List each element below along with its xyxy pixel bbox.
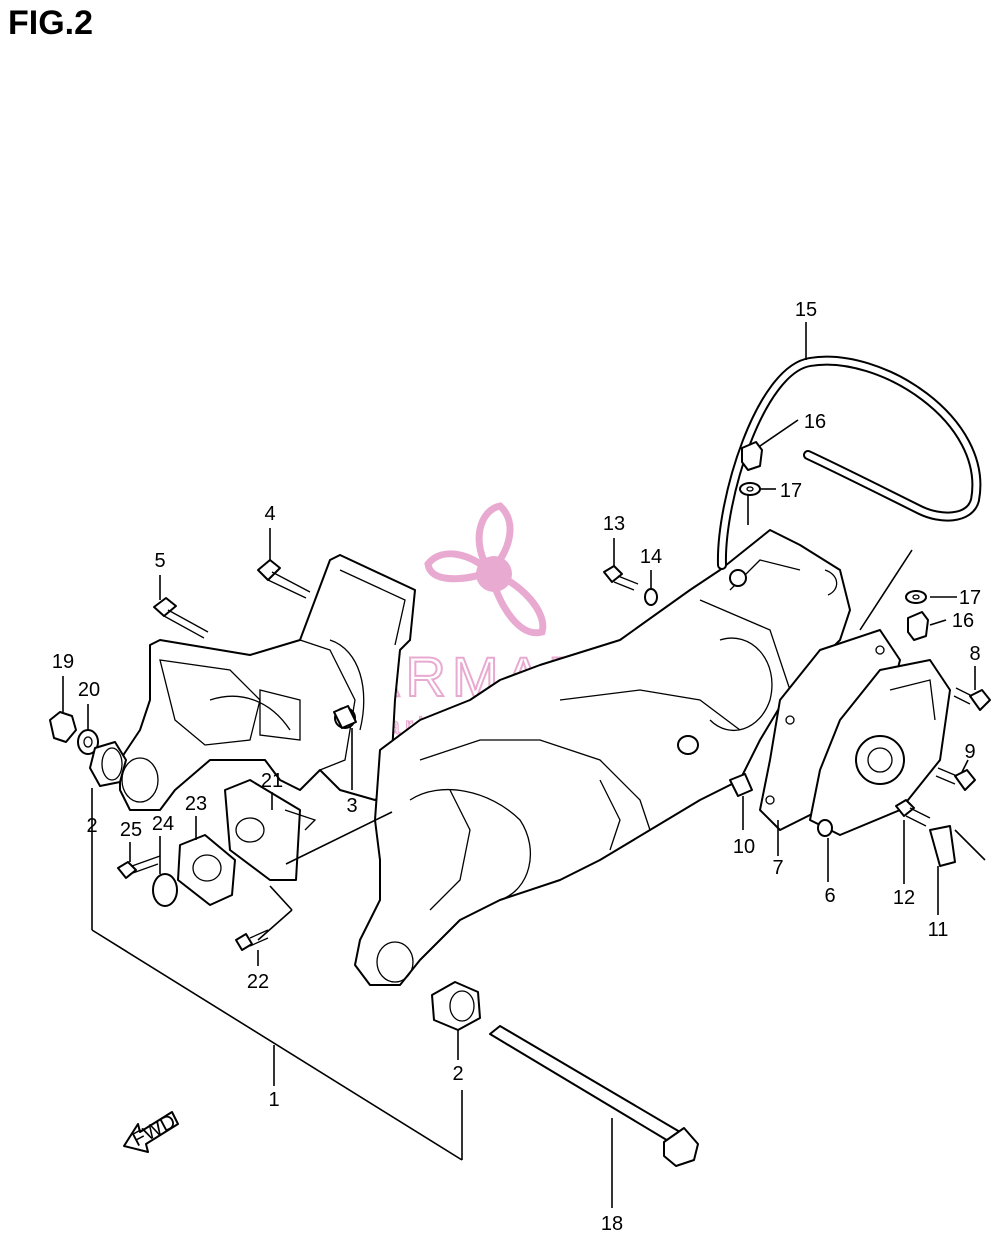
part-5-bolt bbox=[153, 597, 209, 639]
callout-7: 7 bbox=[772, 857, 783, 879]
callout-16-top: 16 bbox=[804, 411, 826, 433]
callout-13: 13 bbox=[603, 513, 625, 535]
callout-5: 5 bbox=[154, 550, 165, 572]
part-8-bolt bbox=[953, 687, 991, 711]
callout-10: 10 bbox=[733, 836, 755, 858]
part-14-washer bbox=[644, 588, 658, 606]
part-17-washer-top bbox=[739, 482, 761, 496]
callout-19: 19 bbox=[52, 651, 74, 673]
callout-17-right: 17 bbox=[959, 587, 981, 609]
callout-24: 24 bbox=[152, 813, 174, 835]
part-16-bolt-right bbox=[907, 611, 929, 641]
part-9-bolt bbox=[935, 767, 976, 791]
propeller-icon bbox=[424, 502, 547, 637]
part-24-o-ring bbox=[152, 873, 178, 907]
part-15-hose bbox=[716, 355, 982, 570]
part-2-bearing-bottom bbox=[431, 981, 481, 1031]
callout-labels: 15 16 17 17 16 8 9 12 11 6 7 10 13 14 4 … bbox=[52, 299, 981, 1235]
callout-1: 1 bbox=[268, 1089, 279, 1111]
part-19-nut bbox=[49, 711, 77, 743]
callout-17-top: 17 bbox=[780, 480, 802, 502]
part-16-bolt-top bbox=[741, 441, 763, 471]
part-22-screw bbox=[235, 929, 269, 951]
part-13-bolt bbox=[603, 565, 639, 591]
callout-20: 20 bbox=[78, 679, 100, 701]
callout-12: 12 bbox=[893, 887, 915, 909]
part-4-bolt bbox=[257, 559, 311, 599]
callout-2-bottom: 2 bbox=[452, 1063, 463, 1085]
fwd-label: FWD bbox=[129, 1110, 180, 1151]
callout-11: 11 bbox=[928, 919, 949, 941]
callout-4: 4 bbox=[264, 503, 275, 525]
part-10-dowel-pin bbox=[729, 773, 753, 797]
part-23-gasket bbox=[177, 834, 236, 906]
callout-25: 25 bbox=[120, 819, 142, 841]
part-20-washer bbox=[77, 729, 99, 755]
figure-title: FIG.2 bbox=[8, 4, 94, 42]
part-2-bearing-left bbox=[89, 741, 127, 787]
part-25-bolt bbox=[117, 855, 161, 879]
callout-21: 21 bbox=[261, 770, 283, 792]
callout-15: 15 bbox=[795, 299, 817, 321]
callout-3: 3 bbox=[346, 795, 357, 817]
callout-2-left: 2 bbox=[86, 815, 97, 837]
part-6-cover bbox=[809, 659, 951, 837]
callout-16-right: 16 bbox=[952, 610, 974, 632]
callout-6: 6 bbox=[824, 885, 835, 907]
part-3-dowel-pin bbox=[333, 705, 357, 729]
part-12-bolt bbox=[895, 799, 931, 827]
callout-22: 22 bbox=[247, 971, 269, 993]
leader-lines bbox=[62, 322, 986, 1208]
callout-18: 18 bbox=[601, 1213, 623, 1235]
part-18-through-bolt bbox=[489, 1025, 699, 1167]
part-11-clip bbox=[929, 825, 956, 867]
callout-23: 23 bbox=[185, 793, 207, 815]
part-21-bracket bbox=[224, 779, 317, 881]
callout-14: 14 bbox=[640, 546, 662, 568]
part-17-washer-right bbox=[905, 590, 927, 604]
callout-8: 8 bbox=[969, 643, 980, 665]
callout-9: 9 bbox=[964, 741, 975, 763]
fwd-arrow-icon: FWD bbox=[123, 1110, 180, 1153]
